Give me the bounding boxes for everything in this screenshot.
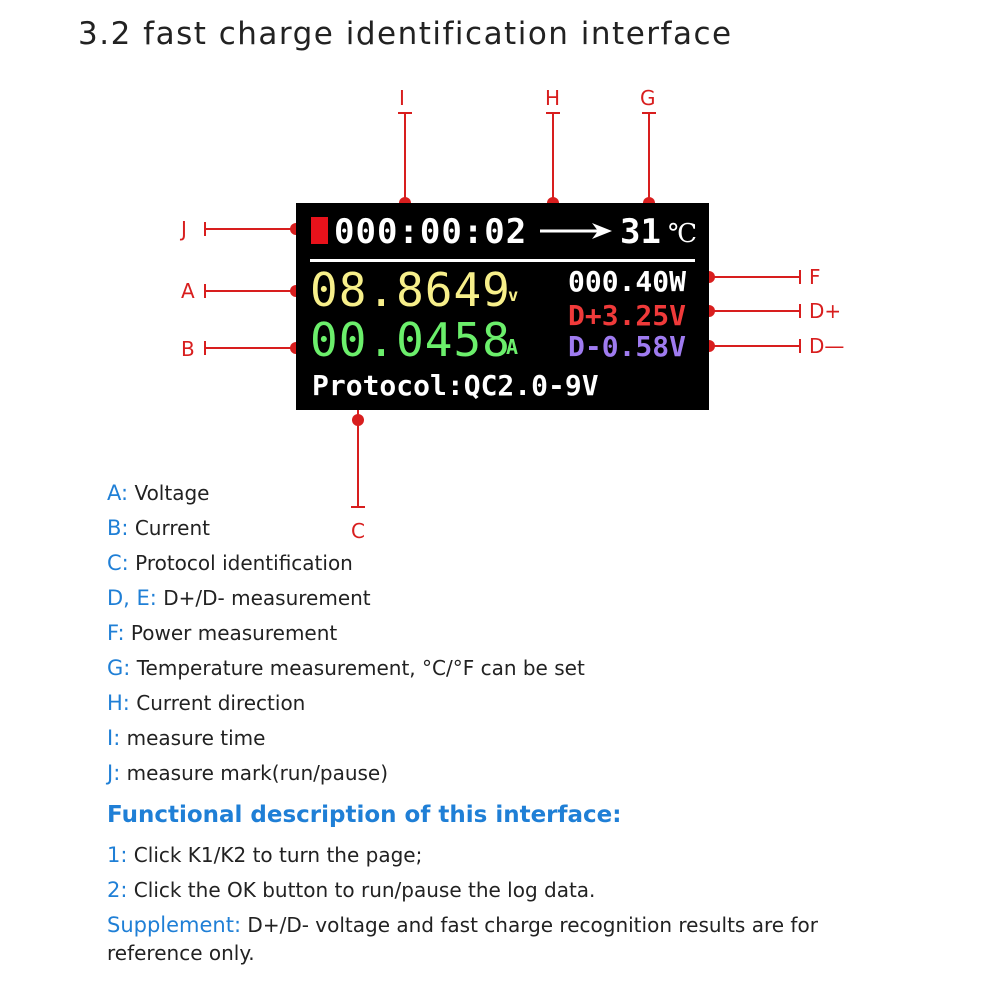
function-key: 1:: [107, 843, 128, 867]
callout-label-i: I: [399, 86, 405, 110]
legend-text: measure time: [126, 726, 266, 750]
legend-item: H: Current direction: [107, 691, 305, 715]
legend-text: Voltage: [134, 481, 210, 505]
legend-key: H:: [107, 691, 130, 715]
callout-label-d-minus: D—: [809, 334, 845, 358]
functional-description-heading: Functional description of this interface…: [107, 802, 622, 828]
supplement-text: D+/D- voltage and fast charge recognitio…: [107, 913, 818, 965]
measure-timer: 000:00:02: [334, 212, 528, 252]
legend-item: C: Protocol identification: [107, 551, 353, 575]
callout-label-f: F: [809, 265, 821, 289]
callout-label-c: C: [351, 519, 365, 543]
legend-item: G: Temperature measurement, °C/°F can be…: [107, 656, 585, 680]
legend-item: F: Power measurement: [107, 621, 337, 645]
page-title: 3.2 fast charge identification interface: [78, 16, 733, 52]
protocol-readout: Protocol:QC2.0-9V: [312, 369, 599, 402]
voltage-value: 08.8649: [310, 263, 511, 317]
current-unit: A: [506, 335, 519, 359]
legend-key: C:: [107, 551, 129, 575]
function-text: Click K1/K2 to turn the page;: [133, 843, 423, 867]
legend-key: J:: [107, 761, 121, 785]
legend-key: B:: [107, 516, 129, 540]
function-text: Click the OK button to run/pause the log…: [133, 878, 596, 902]
legend-item: D, E: D+/D- measurement: [107, 586, 371, 610]
callout-label-a: A: [181, 279, 195, 303]
supplement-key: Supplement:: [107, 913, 242, 937]
legend-text: measure mark(run/pause): [126, 761, 389, 785]
d-minus-voltage: D-0.58V: [568, 330, 687, 363]
function-item: 1: Click K1/K2 to turn the page;: [107, 843, 422, 867]
legend-key: D, E:: [107, 586, 157, 610]
callout-label-b: B: [181, 337, 195, 361]
legend-item: A: Voltage: [107, 481, 209, 505]
divider: [310, 259, 695, 262]
power-value: 000.40W: [568, 265, 687, 298]
legend-item: J: measure mark(run/pause): [107, 761, 388, 785]
legend-text: Current: [134, 516, 210, 540]
legend-item: B: Current: [107, 516, 210, 540]
function-key: 2:: [107, 878, 128, 902]
legend-text: Temperature measurement, °C/°F can be se…: [136, 656, 585, 680]
current-value: 00.0458: [310, 313, 511, 367]
callout-label-g: G: [640, 86, 656, 110]
legend-key: I:: [107, 726, 121, 750]
run-mark-indicator: [311, 217, 328, 244]
supplement-note: Supplement: D+/D- voltage and fast charg…: [107, 911, 827, 967]
legend-key: A:: [107, 481, 129, 505]
d-plus-voltage: D+3.25V: [568, 299, 687, 332]
legend-key: F:: [107, 621, 125, 645]
callout-label-h: H: [545, 86, 561, 110]
legend-text: D+/D- measurement: [163, 586, 371, 610]
legend-key: G:: [107, 656, 131, 680]
legend-text: Power measurement: [130, 621, 338, 645]
function-item: 2: Click the OK button to run/pause the …: [107, 878, 595, 902]
right-arrow-icon: [540, 223, 612, 239]
voltage-unit: v: [508, 286, 519, 306]
lcd-screen: 000:00:02 31 ℃ 08.8649 v 00.0458 A 000.4…: [296, 203, 709, 410]
temperature-value: 31: [620, 212, 661, 252]
callout-label-j: J: [181, 217, 187, 241]
callout-label-d-plus: D+: [809, 299, 842, 323]
legend-item: I: measure time: [107, 726, 265, 750]
legend-text: Protocol identification: [135, 551, 353, 575]
temperature-unit: ℃: [668, 219, 698, 249]
legend-text: Current direction: [136, 691, 306, 715]
